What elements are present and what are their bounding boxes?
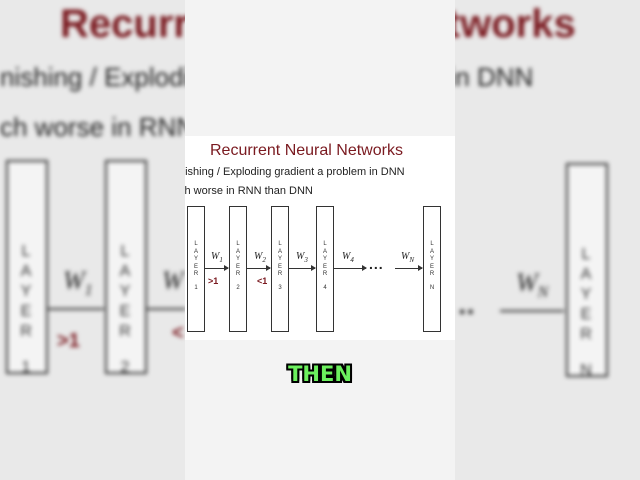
- bg-layer-box-n: [566, 163, 608, 377]
- weight-wn: WN: [401, 251, 415, 264]
- ellipsis: ...: [369, 256, 384, 272]
- caption-text: THEN: [288, 362, 352, 386]
- arrow-4: [334, 265, 367, 271]
- gt-one-label: >1: [208, 276, 219, 286]
- weight-w3: W3: [296, 251, 308, 264]
- arrow-2: [247, 265, 271, 271]
- bg-layer-box-1: [6, 160, 48, 374]
- bg-arrow-2: [146, 308, 186, 310]
- weight-w1: W1: [211, 251, 223, 264]
- weight-w2: W2: [254, 251, 266, 264]
- lt-one-label: <1: [257, 276, 268, 286]
- bg-weight-1: W1: [63, 266, 93, 300]
- slide: Recurrent Neural Networks nishing / Expl…: [185, 136, 455, 340]
- bg-lt-label: <: [172, 322, 184, 344]
- slide-title: Recurrent Neural Networks: [210, 142, 403, 159]
- bg-dots: ..: [458, 288, 475, 321]
- bg-arrow-1: [46, 308, 104, 310]
- slide-bullet-2: ch worse in RNN than DNN: [185, 185, 313, 197]
- arrow-3: [289, 265, 316, 271]
- bg-weight-2-partial: W: [162, 266, 184, 295]
- weight-w4: W4: [342, 251, 354, 264]
- bg-weight-n: WN: [516, 268, 549, 302]
- slide-bullet-1: nishing / Exploding gradient a problem i…: [185, 166, 405, 178]
- bg-layer-box-2: [105, 160, 147, 374]
- bg-arrow-n: [500, 310, 564, 312]
- arrow-1: [205, 265, 229, 271]
- arrow-n: [395, 265, 423, 271]
- bg-gt-label: >1: [57, 330, 80, 352]
